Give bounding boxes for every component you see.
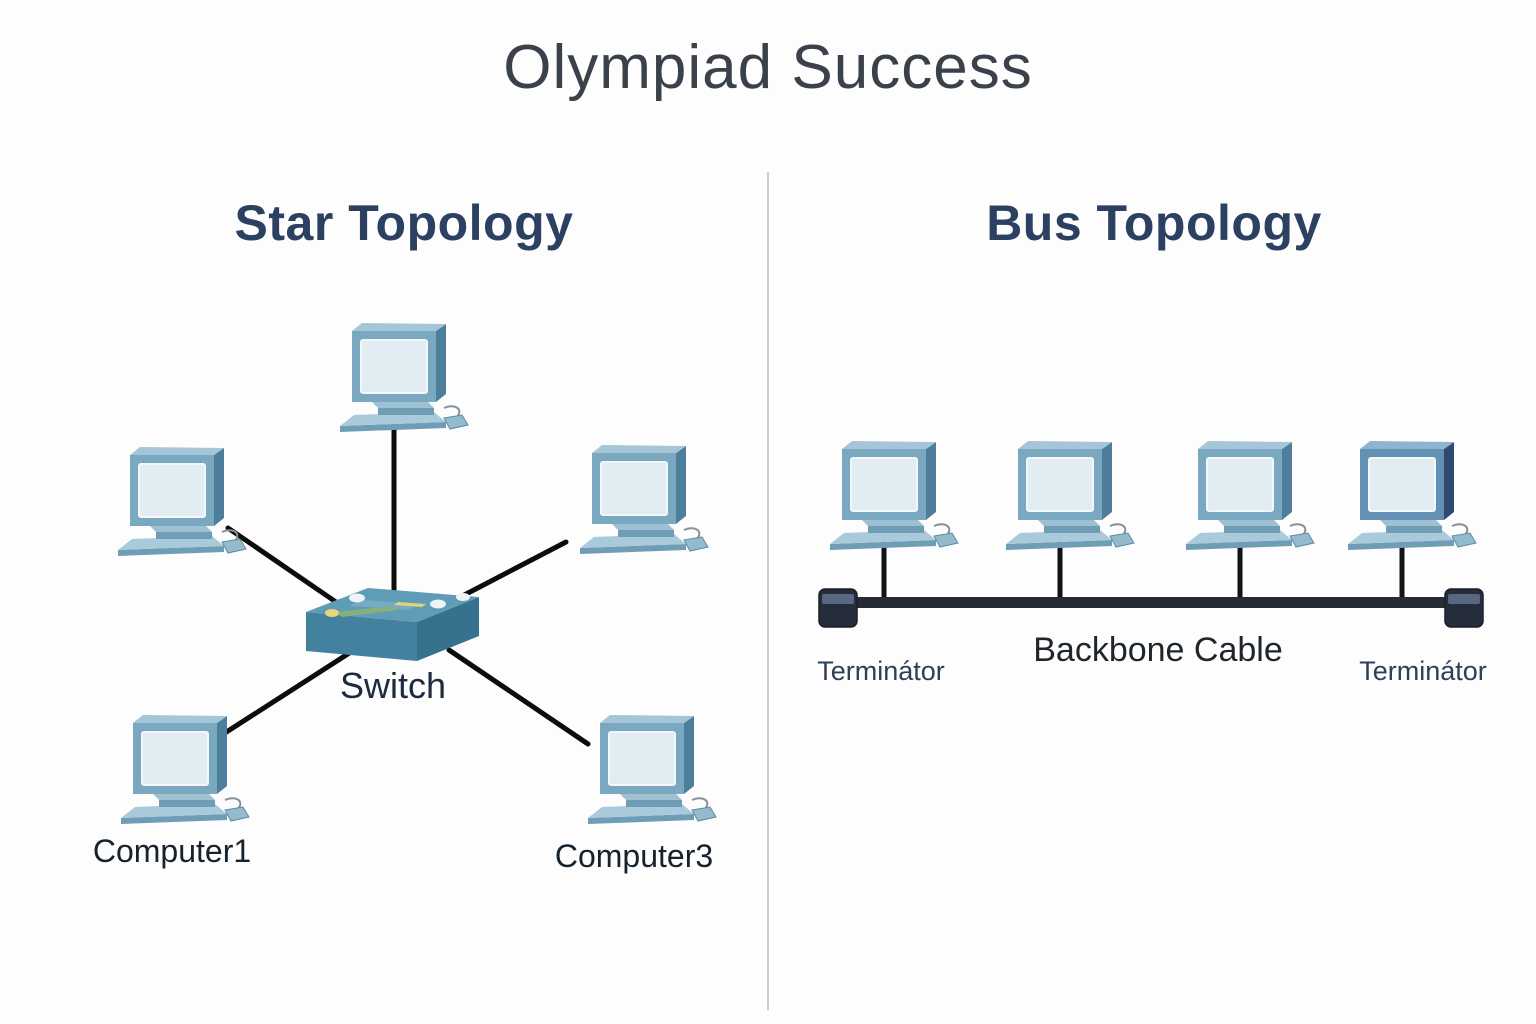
computer1-label: Computer1 (92, 833, 252, 869)
link-line-upper-left (225, 525, 355, 616)
computer-icon-bus-2 (1005, 440, 1135, 551)
link-line-lower-right (446, 647, 591, 747)
bus-topology-heading: Bus Topology (986, 195, 1322, 251)
terminator-icon-left (818, 588, 858, 628)
bus-drop-lines (881, 541, 1405, 601)
backbone-cable-label: Backbone Cable (1033, 631, 1283, 669)
computer-icon-star-left (117, 446, 247, 557)
computer-icon-bus-4 (1347, 440, 1477, 551)
backbone-cable (838, 597, 1462, 608)
computer-icon-star-right (579, 444, 709, 555)
terminator-right-label: Terminátor (1359, 656, 1487, 686)
computer-icon-bus-3 (1185, 440, 1315, 551)
computer-icon-star-top (339, 322, 469, 433)
switch-label: Switch (339, 665, 447, 706)
link-line-lower-left (211, 647, 357, 743)
terminator-left-label: Terminátor (817, 656, 945, 686)
computer3-label: Computer3 (554, 838, 714, 874)
terminator-icon-right (1444, 588, 1484, 628)
computer-icon-bus-1 (829, 440, 959, 551)
star-topology-heading: Star Topology (234, 195, 574, 251)
star-link-lines (211, 415, 591, 747)
page-title: Olympiad Success (503, 33, 1033, 102)
computer-icon-computer3 (587, 714, 717, 825)
switch-icon (306, 588, 479, 661)
panel-divider (767, 172, 769, 1010)
